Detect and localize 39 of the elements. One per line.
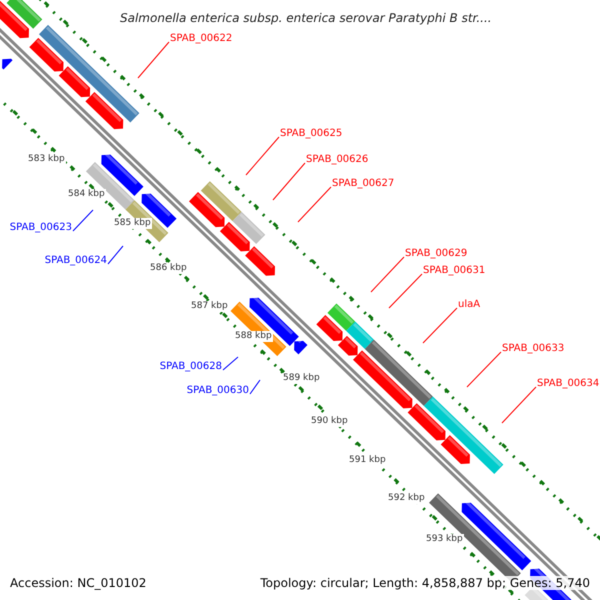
scale-tick-label: 592 kbp (387, 493, 426, 504)
gene-label: SPAB_00622 (170, 34, 232, 44)
title: Salmonella enterica subsp. enterica serovar Paratyphi B str.... (120, 12, 492, 24)
gene-label: SPAB_00625 (280, 129, 342, 139)
scale-tick-label: 583 kbp (27, 154, 66, 165)
scale-tick-label: 587 kbp (190, 301, 229, 312)
leader-line (388, 274, 422, 308)
scale-tick-label: 586 kbp (149, 263, 188, 274)
scale-tick-label: 593 kbp (425, 534, 464, 545)
gene-label: SPAB_00629 (405, 249, 468, 259)
gene-label: SPAB_00633 (502, 344, 564, 354)
scale-tick-label: 584 kbp (67, 189, 106, 200)
leader-line (246, 136, 280, 176)
gene-label: SPAB_00624 (44, 256, 107, 266)
leader-line (272, 162, 306, 200)
leader-line (422, 308, 458, 344)
leader-line (138, 42, 170, 78)
leader-line (466, 352, 502, 388)
scale-tick-label: 590 kbp (310, 416, 349, 427)
gene-label: SPAB_00631 (423, 266, 486, 276)
leader-line (298, 186, 332, 222)
gene-label: SPAB_00634 (537, 379, 600, 389)
gene-label: SPAB_00628 (160, 362, 222, 372)
leader-line (502, 386, 536, 424)
scale-tick-label: 589 kbp (282, 373, 321, 384)
leader-line (72, 210, 94, 232)
gene-label: SPAB_00627 (332, 179, 394, 189)
gene-label: SPAB_00623 (10, 223, 72, 233)
footer-text: Accession: NC_010102 (8, 576, 148, 590)
scale-tick-label: 588 kbp (234, 331, 273, 342)
gene-label: SPAB_00630 (186, 386, 249, 396)
gene-label: SPAB_00626 (306, 155, 368, 165)
leader-line (108, 246, 124, 264)
scale-tick-label: 585 kbp (113, 218, 152, 229)
scale-tick-label: 591 kbp (348, 455, 387, 466)
leader-line (250, 380, 260, 394)
leader-line (222, 356, 238, 370)
leader-line (370, 256, 404, 292)
gene-label: ulaA (458, 300, 480, 310)
